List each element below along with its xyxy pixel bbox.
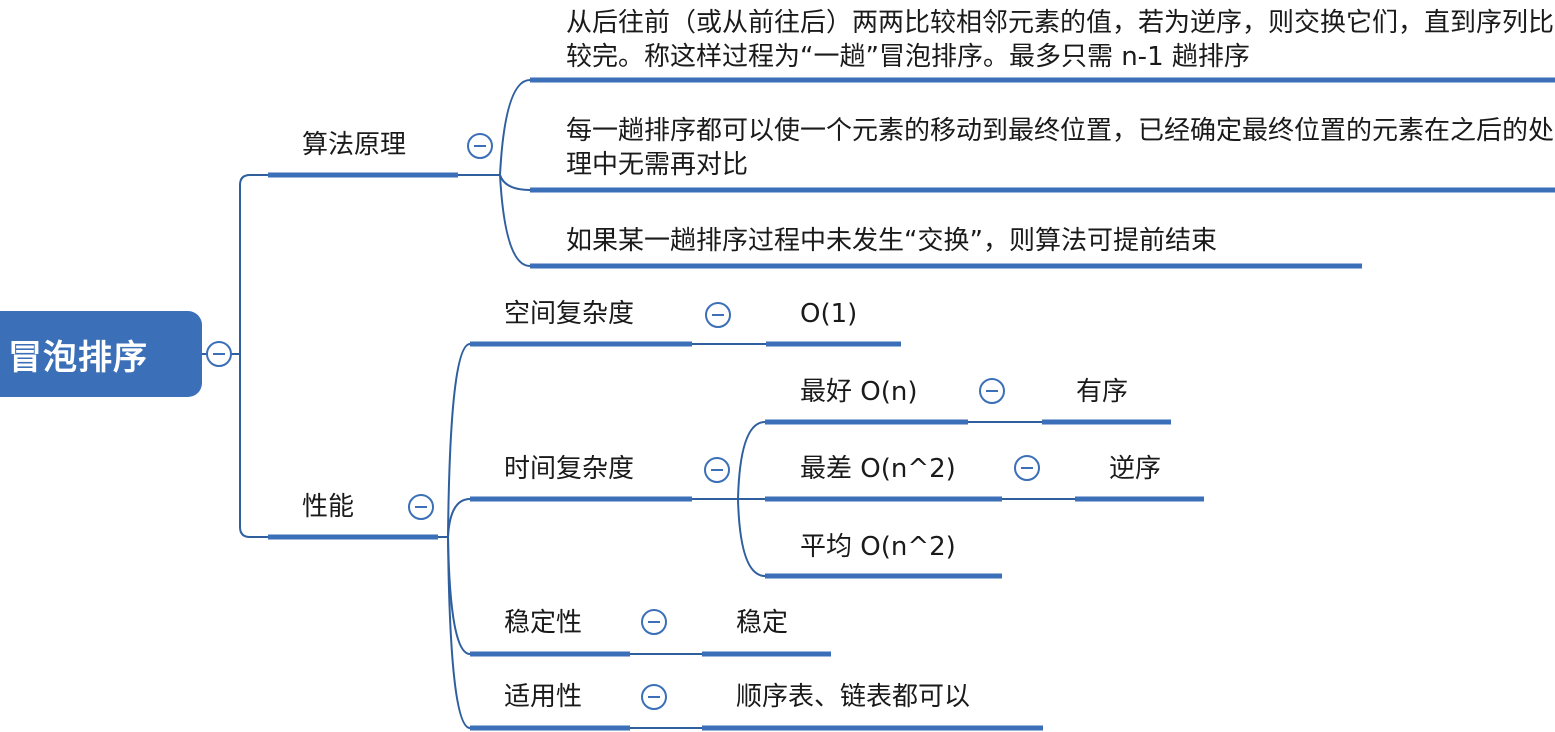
principle-item-2[interactable]: 每一趟排序都可以使一个元素的移动到最终位置，已经确定最终位置的元素在之后的处理中…: [566, 116, 1555, 180]
root-collapse-icon[interactable]: [206, 341, 232, 367]
connector-principle-item1: [499, 79, 531, 176]
time-worst-label[interactable]: 最差 O(n^2): [800, 454, 956, 484]
worst-collapse-icon[interactable]: [1014, 455, 1040, 481]
time-worst-value[interactable]: 逆序: [1109, 454, 1162, 484]
space-collapse-icon[interactable]: [705, 302, 731, 328]
topic-principle[interactable]: 算法原理: [302, 130, 407, 160]
connector-time-average: [737, 498, 766, 577]
applicability-value[interactable]: 顺序表、链表都可以: [736, 682, 971, 712]
time-complexity-label[interactable]: 时间复杂度: [504, 454, 635, 484]
stability-value[interactable]: 稳定: [736, 608, 789, 638]
time-best-value[interactable]: 有序: [1076, 377, 1129, 407]
root-node[interactable]: 冒泡排序: [0, 311, 202, 397]
time-best-label[interactable]: 最好 O(n): [800, 377, 918, 407]
time-average-label[interactable]: 平均 O(n^2): [800, 532, 956, 562]
connector-principle-item3: [499, 174, 531, 267]
topic-performance[interactable]: 性能: [302, 492, 355, 522]
time-collapse-icon[interactable]: [704, 457, 730, 483]
principle-item-3[interactable]: 如果某一趟排序过程中未发生“交换”，则算法可提前结束: [566, 226, 1217, 256]
performance-collapse-icon[interactable]: [408, 494, 434, 520]
connector-root-performance: [239, 354, 268, 538]
space-complexity-value[interactable]: O(1): [800, 299, 858, 329]
connector-perf-space: [447, 343, 471, 538]
principle-item-1[interactable]: 从后往前（或从前往后）两两比较相邻元素的值，若为逆序，则交换它们，直到序列比较完…: [566, 8, 1555, 72]
best-collapse-icon[interactable]: [979, 378, 1005, 404]
applicability-collapse-icon[interactable]: [641, 684, 667, 710]
stability-collapse-icon[interactable]: [641, 609, 667, 635]
applicability-label[interactable]: 适用性: [504, 682, 583, 712]
stability-label[interactable]: 稳定性: [504, 608, 583, 638]
connector-principle-item2: [499, 174, 531, 191]
space-complexity-label[interactable]: 空间复杂度: [504, 299, 635, 329]
principle-collapse-icon[interactable]: [467, 133, 493, 159]
connector-time-best: [737, 421, 766, 500]
connector-perf-time: [447, 498, 471, 538]
connector-perf-applicability: [447, 536, 471, 729]
connector-root-principle: [239, 174, 268, 354]
